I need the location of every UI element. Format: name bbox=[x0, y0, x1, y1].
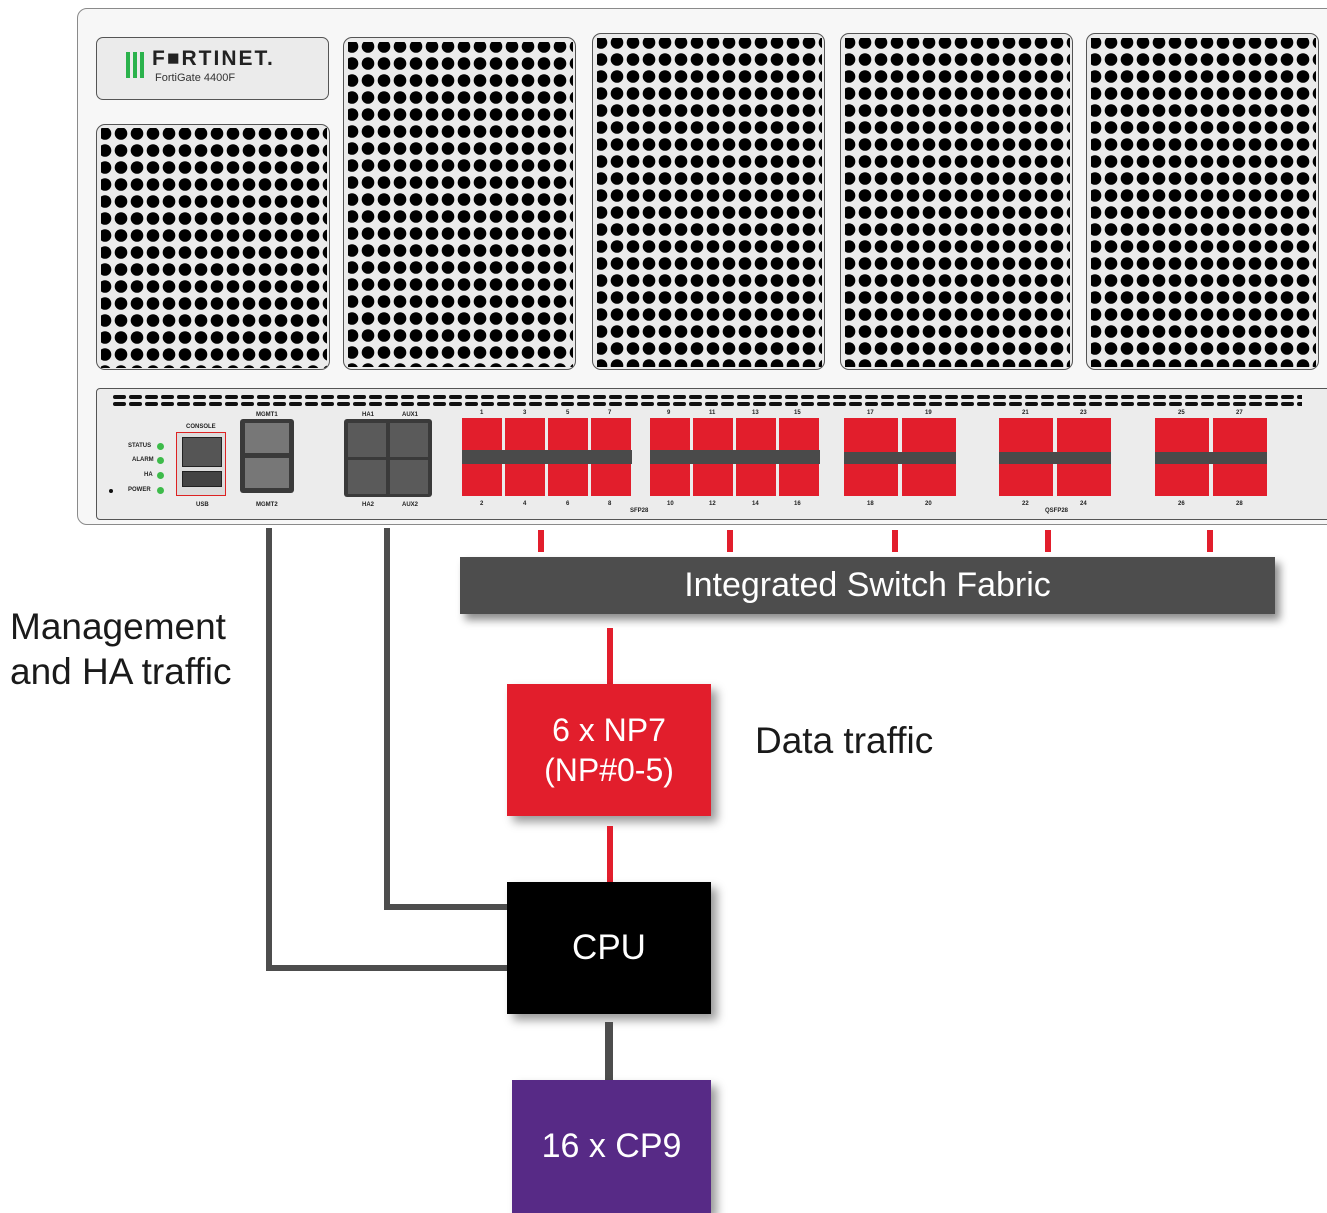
np7-subtitle: (NP#0-5) bbox=[544, 752, 674, 788]
ventilation-slots bbox=[112, 394, 1302, 414]
management-label-line2: and HA traffic bbox=[10, 651, 232, 693]
aux2-label: AUX2 bbox=[402, 502, 419, 508]
port-number: 17 bbox=[867, 410, 874, 416]
ha-led-icon bbox=[157, 472, 164, 479]
data-link bbox=[892, 530, 898, 552]
aux1-label: AUX1 bbox=[402, 412, 419, 418]
port-number: 18 bbox=[867, 501, 874, 507]
np7-block: 6 x NP7 (NP#0-5) bbox=[507, 684, 711, 816]
management-ha-label: Management and HA traffic bbox=[10, 604, 231, 694]
port-number: 16 bbox=[794, 501, 801, 507]
fabric-to-np7-link bbox=[607, 628, 613, 684]
reset-pinhole-icon bbox=[109, 489, 113, 493]
port-number: 7 bbox=[608, 410, 612, 416]
sfp28-port-block-2 bbox=[650, 418, 820, 496]
port-number: 6 bbox=[566, 501, 570, 507]
np7-to-cpu-link bbox=[607, 826, 613, 882]
console-label: CONSOLE bbox=[186, 424, 216, 430]
port-number: 22 bbox=[1022, 501, 1029, 507]
led-label-alarm: ALARM bbox=[132, 457, 154, 463]
port-number: 28 bbox=[1236, 501, 1243, 507]
port-number: 13 bbox=[752, 410, 759, 416]
vent-grille bbox=[343, 37, 576, 370]
port-number: 9 bbox=[667, 410, 671, 416]
cpu-to-cp9-link bbox=[605, 1022, 613, 1080]
qsfp28-port-block-2 bbox=[999, 418, 1111, 496]
ha-aux-ports bbox=[344, 419, 432, 497]
usb-label: USB bbox=[196, 502, 209, 508]
ha2-label: HA2 bbox=[362, 502, 375, 508]
port-number: 10 bbox=[667, 501, 674, 507]
data-link bbox=[727, 530, 733, 552]
brand-name: F■RTINET. bbox=[152, 47, 275, 70]
port-number: 15 bbox=[794, 410, 801, 416]
mgmt-link bbox=[266, 528, 272, 971]
vent-grille bbox=[592, 33, 825, 370]
qsfp28-group-label: QSFP28 bbox=[1045, 508, 1069, 514]
data-link bbox=[1045, 530, 1051, 552]
port-number: 12 bbox=[709, 501, 716, 507]
status-led-icon bbox=[157, 443, 164, 450]
led-label-ha: HA bbox=[144, 472, 153, 478]
port-number: 24 bbox=[1080, 501, 1087, 507]
alarm-led-icon bbox=[157, 457, 164, 464]
mgmt-link bbox=[266, 965, 507, 971]
ha1-label: HA1 bbox=[362, 412, 375, 418]
cp9-block: 16 x CP9 bbox=[512, 1080, 711, 1213]
power-led-icon bbox=[157, 487, 164, 494]
qsfp28-port-block-1 bbox=[844, 418, 956, 496]
port-number: 27 bbox=[1236, 410, 1243, 416]
cpu-block: CPU bbox=[507, 882, 711, 1014]
fortinet-logo-icon bbox=[126, 52, 146, 78]
qsfp28-port-block-3 bbox=[1155, 418, 1267, 496]
led-label-power: POWER bbox=[128, 487, 151, 493]
mgmt-ports bbox=[240, 419, 294, 493]
port-number: 25 bbox=[1178, 410, 1185, 416]
port-number: 14 bbox=[752, 501, 759, 507]
vent-grille bbox=[840, 33, 1073, 370]
port-number: 5 bbox=[566, 410, 570, 416]
port-number: 26 bbox=[1178, 501, 1185, 507]
port-number: 2 bbox=[480, 501, 484, 507]
port-number: 19 bbox=[925, 410, 932, 416]
port-number: 4 bbox=[523, 501, 527, 507]
port-number: 8 bbox=[608, 501, 612, 507]
mgmt1-label: MGMT1 bbox=[256, 412, 278, 418]
port-number: 20 bbox=[925, 501, 932, 507]
ha-link bbox=[384, 904, 507, 910]
port-number: 3 bbox=[523, 410, 527, 416]
ha-link bbox=[384, 528, 390, 910]
sfp28-port-block-1 bbox=[462, 418, 632, 496]
port-number: 21 bbox=[1022, 410, 1029, 416]
model-name: FortiGate 4400F bbox=[155, 72, 236, 84]
integrated-switch-fabric: Integrated Switch Fabric bbox=[460, 557, 1275, 614]
console-port bbox=[176, 432, 226, 496]
data-traffic-label: Data traffic bbox=[755, 720, 934, 761]
port-number: 11 bbox=[709, 410, 716, 416]
port-number: 1 bbox=[480, 410, 484, 416]
management-label-line1: Management bbox=[10, 606, 226, 647]
mgmt2-label: MGMT2 bbox=[256, 502, 278, 508]
data-link bbox=[1207, 530, 1213, 552]
vent-grille bbox=[1086, 33, 1319, 370]
vent-grille bbox=[96, 124, 330, 370]
sfp28-group-label: SFP28 bbox=[630, 508, 649, 514]
data-link bbox=[538, 530, 544, 552]
led-label-status: STATUS bbox=[128, 443, 152, 449]
port-number: 23 bbox=[1080, 410, 1087, 416]
np7-title: 6 x NP7 bbox=[552, 712, 666, 748]
